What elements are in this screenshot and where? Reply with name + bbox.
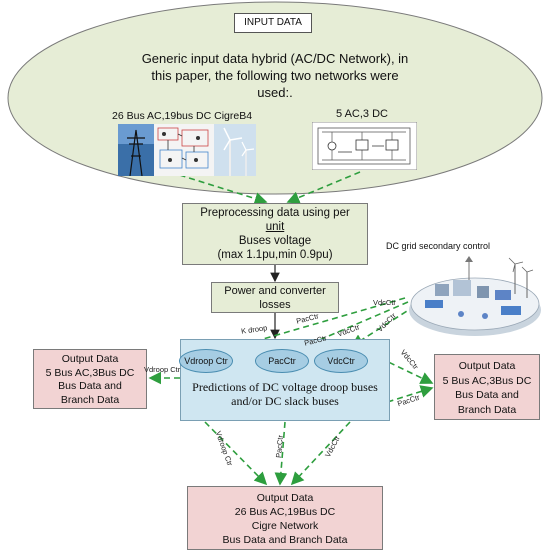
prediction-line2: and/or DC slack buses <box>231 394 339 408</box>
losses-line2: losses <box>259 299 291 311</box>
output-left-line: Output Data <box>61 353 119 365</box>
input-desc-line3: used:. <box>257 85 293 100</box>
output-left-line: Branch Data <box>60 393 120 406</box>
output-bottom-line: Cigre Network <box>251 520 319 532</box>
output-right-box: Output Data 5 Bus AC,3Bus DC Bus Data an… <box>434 354 540 420</box>
prediction-line1: Predictions of DC voltage droop buses <box>192 380 378 394</box>
output-left-line: 5 Bus AC,3Bus DC <box>45 366 135 379</box>
prediction-text: Predictions of DC voltage droop buses an… <box>180 380 390 408</box>
secondary-control-image <box>409 256 541 336</box>
preprocess-line4: (max 1.1pu,min 0.9pu) <box>217 249 333 261</box>
input-desc-line1: Generic input data hybrid (AC/DC Network… <box>141 51 409 66</box>
output-right-line: Output Data <box>458 360 516 372</box>
output-right-line: 5 Bus AC,3Bus DC <box>442 374 532 387</box>
network1-image <box>118 124 256 176</box>
network1-label: 26 Bus AC,19bus DC CigreB4 <box>112 110 253 122</box>
input-description: Generic input data hybrid (AC/DC Network… <box>110 50 440 101</box>
preprocess-line2: unit <box>265 221 285 233</box>
node-vdroop-ctr: Vdroop Ctr <box>179 349 233 373</box>
edge-label-vdroop-left: Vdroop Ctr <box>144 365 181 374</box>
input-desc-line2: this paper, the following two networks w… <box>151 68 399 83</box>
edge-label-vdcctr-top1: VdcCtr <box>373 298 396 307</box>
output-right-line: Bus Data and <box>455 389 519 401</box>
arrow-net1-to-preprocess <box>169 171 268 205</box>
output-bottom-line: 26 Bus AC,19Bus DC <box>234 506 336 518</box>
preprocessing-box: Preprocessing data using per unit Buses … <box>182 203 368 265</box>
arrow-vdroop-to-output-bottom <box>204 421 268 486</box>
output-bottom-line: Bus Data and Branch Data <box>222 534 348 546</box>
arrow-net2-to-preprocess <box>286 171 361 204</box>
arrow-pac-to-output-bottom <box>274 421 288 486</box>
node-vdcctr: VdcCtr <box>314 349 368 373</box>
output-left-box: Output Data 5 Bus AC,3Bus DC Bus Data an… <box>33 349 147 409</box>
node-pacctr: PacCtr <box>255 349 309 373</box>
output-right-line: Branch Data <box>457 403 517 416</box>
network2-image <box>312 122 417 170</box>
output-bottom-line: Output Data <box>256 492 314 504</box>
preprocess-line1: Preprocessing data using per <box>200 207 350 219</box>
losses-line1: Power and converter <box>224 285 326 297</box>
losses-box: Power and converter losses <box>211 282 339 313</box>
input-data-tag: INPUT DATA <box>234 13 312 33</box>
output-left-line: Bus Data and <box>58 380 122 392</box>
arrow-vdc-to-output-bottom <box>290 421 351 486</box>
output-bottom-box: Output Data 26 Bus AC,19Bus DC Cigre Net… <box>187 486 383 550</box>
preprocess-line3: Buses voltage <box>238 235 312 247</box>
network2-label: 5 AC,3 DC <box>336 108 388 120</box>
secondary-control-title: DC grid secondary control <box>386 241 491 251</box>
